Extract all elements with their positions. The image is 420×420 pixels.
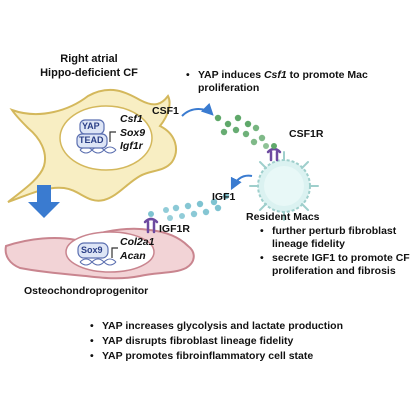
csf1r-label: CSF1R (289, 128, 324, 140)
mac-title: Resident Macs (246, 211, 320, 223)
csf1-dot-4 (244, 120, 252, 128)
igf1-dot-10 (167, 215, 173, 221)
gene-igf1r: Igf1r (120, 140, 143, 152)
cf-title-line-2: Hippo-deficient CF (40, 67, 138, 79)
top-note: • YAP induces Csf1 to promote Mac prolif… (186, 69, 368, 94)
csf1-ligand-dots (214, 114, 269, 149)
gene-sox9: Sox9 (120, 126, 146, 139)
transition-arrow (28, 185, 60, 218)
igf1-dot-6 (163, 207, 169, 213)
csf1-dot-2 (224, 120, 232, 128)
csf1r-receptor-icon (266, 147, 282, 162)
top-note-prefix: YAP induces (198, 69, 264, 81)
cf-title: Right atrial Hippo-deficient CF (14, 52, 164, 80)
igf1-dot-9 (179, 213, 185, 219)
igf1-dot-7 (202, 208, 210, 216)
top-note-gene: Csf1 (263, 69, 287, 81)
igf1r-label: IGF1R (159, 223, 190, 235)
csf1-dot-7 (252, 124, 260, 132)
ocp-dna-icon (79, 258, 117, 266)
csf1-dot-5 (232, 126, 240, 134)
sox9-label: Sox9 (81, 245, 103, 255)
csf1-dot-8 (258, 134, 266, 142)
ocp-transcription-arrow (111, 247, 118, 258)
igf1-ligand-dots (163, 192, 230, 221)
igf1r-bound-dot (148, 211, 154, 217)
igf1-dot-1 (222, 192, 230, 200)
gene-csf1: Csf1 (120, 113, 143, 125)
csf1-dot-10 (263, 143, 269, 149)
ocp-gene-list: Col2a1 Acan (120, 236, 154, 263)
igf1-dot-2 (210, 198, 218, 206)
igf1-dot-5 (172, 204, 180, 212)
summary-bullet-1: • YAP increases glycolysis and lactate p… (90, 320, 344, 332)
csf1-dot-9 (250, 138, 258, 146)
csf1-dot-11 (220, 128, 228, 136)
cf-transcription-arrow (109, 131, 116, 142)
csf1r-bound-dot (271, 143, 277, 149)
tead-label: TEAD (79, 135, 104, 145)
sox9-box (77, 242, 109, 259)
igf1r-receptor-icon (143, 217, 159, 234)
cf-gene-list: Csf1 Sox9 Igf1r (120, 113, 145, 154)
resident-macrophage (249, 151, 319, 221)
tead-box (76, 133, 108, 149)
igf1-label: IGF1 (212, 191, 236, 203)
ocp-nucleus (65, 231, 155, 273)
igf1-dot-4 (184, 202, 192, 210)
summary-bullet-3: • YAP promotes fibroinflammatory cell st… (90, 350, 314, 362)
yap-label: YAP (82, 121, 100, 131)
igf1-dot-11 (214, 204, 222, 212)
cf-title-line-1: Right atrial (60, 53, 118, 65)
csf1-dot-6 (242, 130, 250, 138)
mac-bullet-1: • further perturb fibroblast lineage fid… (260, 225, 397, 250)
csf1-dot-1 (214, 114, 222, 122)
csf1-label: CSF1 (152, 105, 179, 117)
csf1-arrow (181, 102, 214, 117)
igf1-dot-3 (196, 200, 204, 208)
igf1-dot-8 (190, 210, 198, 218)
top-note-suffix: to promote Mac proliferation (198, 69, 368, 94)
gene-col2a1: Col2a1 (120, 236, 155, 248)
summary-bullet-2: • YAP disrupts fibroblast lineage fideli… (90, 335, 294, 347)
igf1-arrow (230, 174, 253, 191)
gene-acan: Acan (120, 249, 146, 262)
csf1-dot-3 (234, 114, 242, 122)
ocp-title: Osteochondroprogenitor (24, 285, 149, 297)
mac-bullet-2: • secrete IGF1 to promote CF proliferati… (260, 252, 410, 277)
